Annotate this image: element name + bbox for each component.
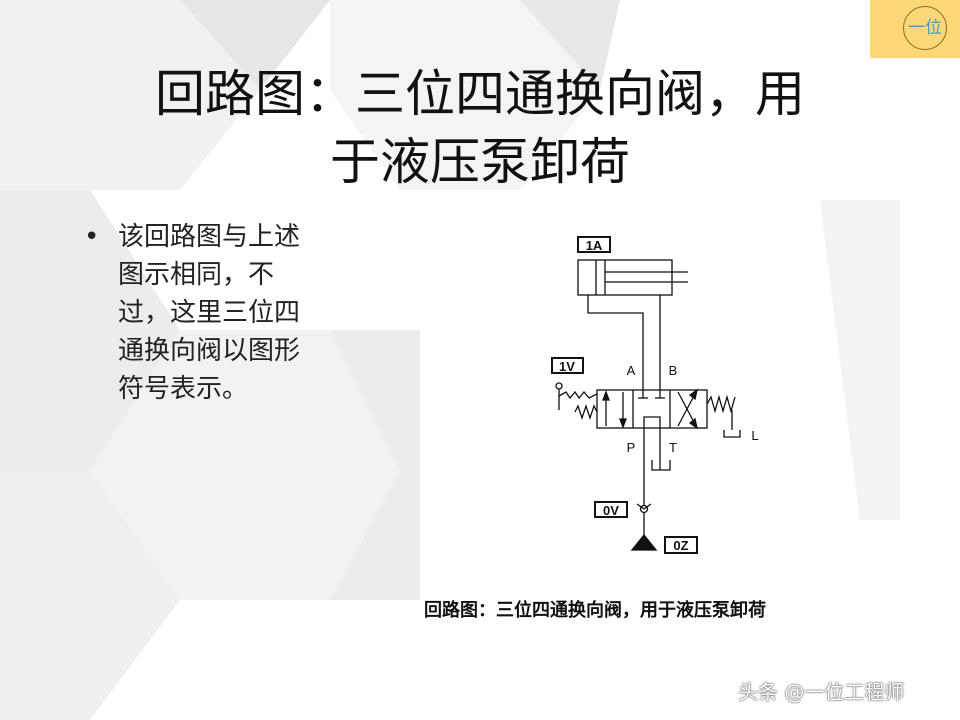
port-t-label: T	[669, 440, 677, 455]
port-b-label: B	[669, 363, 678, 378]
bullet-marker: •	[84, 222, 100, 252]
figure-caption: 回路图：三位四通换向阀，用于液压泵卸荷	[424, 600, 766, 621]
port-a-label: A	[627, 363, 636, 378]
pump-0z: 0Z	[630, 533, 698, 554]
logo-badge: 一位	[870, 0, 960, 58]
title-line-2: 于液压泵卸荷	[330, 133, 630, 191]
label-0v: 0V	[603, 503, 619, 518]
label-1a: 1A	[586, 238, 603, 253]
badge-text: 一位	[903, 6, 947, 50]
watermark: 头条 @一位工程师	[738, 680, 905, 704]
check-valve-0v: 0V	[594, 501, 652, 518]
label-1v: 1V	[559, 359, 575, 374]
title-line-1: 回路图：三位四通换向阀，用	[155, 65, 805, 123]
cylinder-1a: 1A	[577, 236, 688, 296]
body-text: 该回路图与上述图示相同，不过，这里三位四通换向阀以图形符号表示。	[118, 222, 301, 404]
tank-symbol	[651, 460, 671, 471]
label-0z: 0Z	[673, 538, 688, 553]
valve-1v: 1V	[551, 357, 741, 438]
drain-l-label: L	[751, 428, 758, 443]
port-p-label: P	[627, 440, 636, 455]
